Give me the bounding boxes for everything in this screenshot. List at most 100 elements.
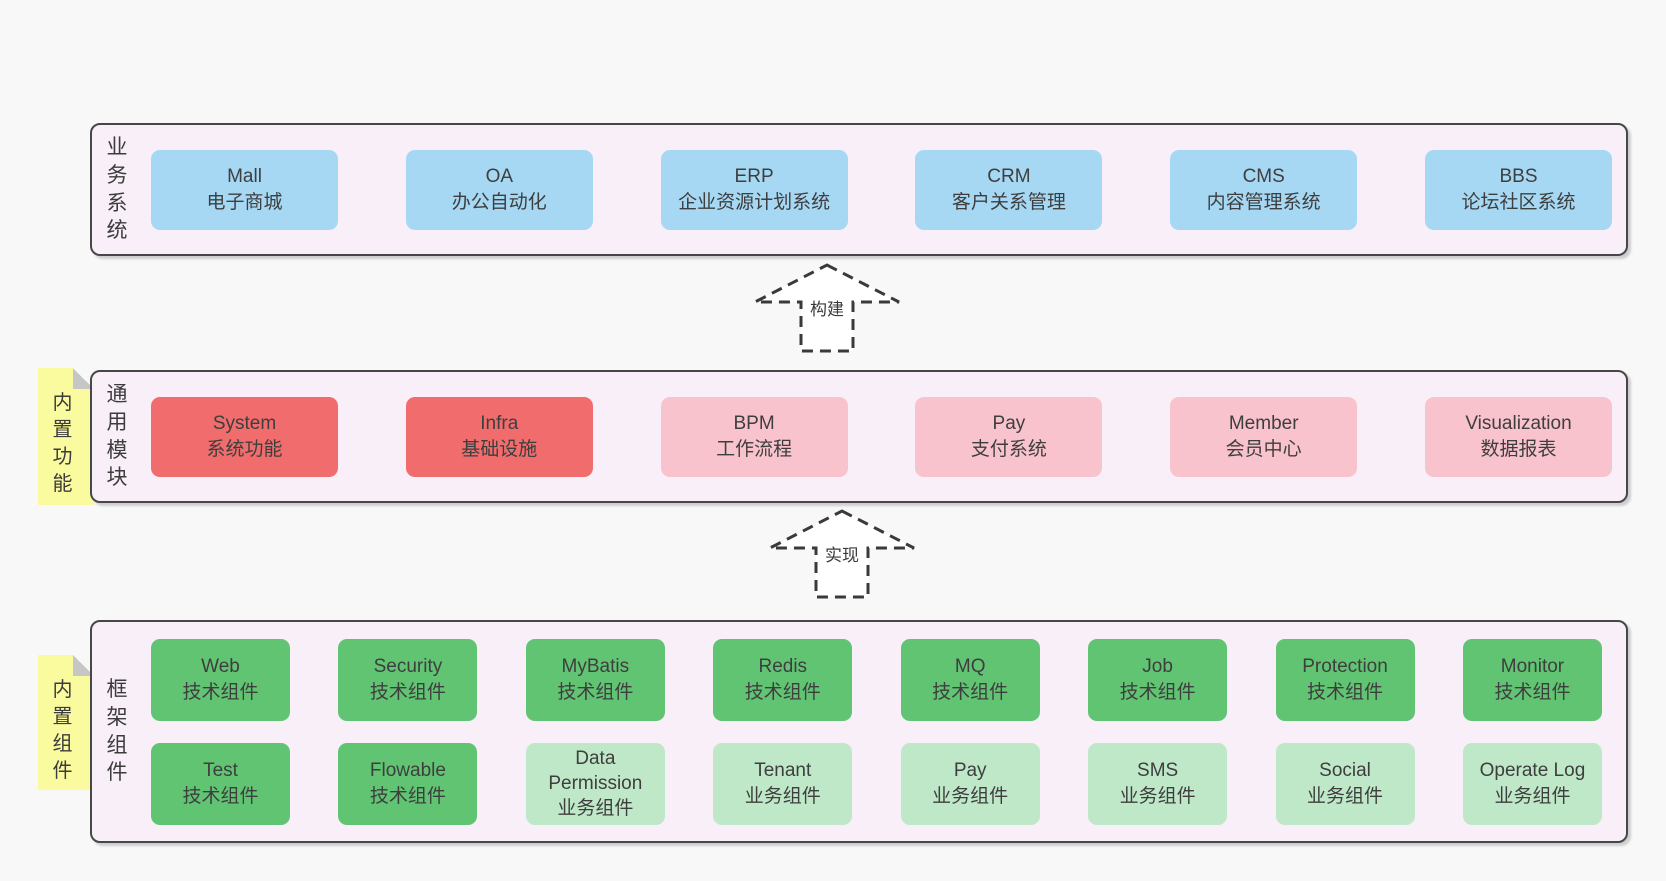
- box-title: System: [212, 413, 277, 435]
- sticky-note-built-in-features: 内置功能: [38, 368, 94, 505]
- box-protection: Protection 技术组件: [1275, 638, 1415, 721]
- box-social: Social 业务组件: [1275, 742, 1415, 825]
- box-title: CRM: [987, 166, 1031, 188]
- layer-common-modules: 通用模块 System 系统功能 Infra 基础设施 BPM 工作流程 Pay…: [90, 370, 1628, 503]
- layer-content: Mall 电子商城 OA 办公自动化 ERP 企业资源计划系统 CRM 客户关系…: [151, 149, 1612, 230]
- box-subtitle: 系统功能: [206, 438, 283, 460]
- box-subtitle: 技术组件: [369, 785, 446, 807]
- box-security: Security 技术组件: [338, 638, 478, 721]
- box-bpm: BPM 工作流程: [660, 396, 848, 477]
- box-title: Protection: [1302, 656, 1388, 678]
- box-subtitle: 业务组件: [557, 798, 634, 820]
- box-subtitle: 技术组件: [1494, 681, 1571, 703]
- layer-framework-components: 框架组件 Web 技术组件 Security 技术组件 MyBatis 技术组件…: [90, 620, 1628, 843]
- layer-content: Web 技术组件 Security 技术组件 MyBatis 技术组件 Redi…: [151, 638, 1602, 825]
- box-visualization: Visualization 数据报表: [1424, 396, 1612, 477]
- box-subtitle: 客户关系管理: [951, 191, 1066, 213]
- layer-label: 框架组件: [106, 677, 128, 785]
- box-title: Visualization: [1465, 413, 1572, 435]
- box-subtitle: 电子商城: [206, 191, 283, 213]
- box-oa: OA 办公自动化: [405, 149, 593, 230]
- arrow-label: 构建: [807, 295, 847, 320]
- box-title: Operate Log: [1479, 760, 1586, 782]
- box-subtitle: 办公自动化: [451, 191, 547, 213]
- box-title: MQ: [954, 656, 986, 678]
- box-subtitle: 技术组件: [1119, 681, 1196, 703]
- box-subtitle: 工作流程: [716, 438, 793, 460]
- box-subtitle: 技术组件: [557, 681, 634, 703]
- box-subtitle: 技术组件: [744, 681, 821, 703]
- box-subtitle: 技术组件: [182, 681, 259, 703]
- box-tenant: Tenant 业务组件: [713, 742, 853, 825]
- box-title: Social: [1319, 760, 1371, 782]
- box-title: Infra: [480, 413, 519, 435]
- box-subtitle: 数据报表: [1480, 438, 1557, 460]
- layer-label: 通用模块: [106, 382, 128, 490]
- box-mybatis: MyBatis 技术组件: [525, 638, 665, 721]
- box-title: BPM: [733, 413, 775, 435]
- arrow-build: 构建: [752, 262, 902, 354]
- box-title: Redis: [758, 656, 808, 678]
- box-title: MyBatis: [561, 656, 630, 678]
- box-title: Flowable: [369, 760, 446, 782]
- box-title: Monitor: [1500, 656, 1565, 678]
- layer-content: System 系统功能 Infra 基础设施 BPM 工作流程 Pay 支付系统…: [151, 396, 1612, 477]
- box-pay: Pay 支付系统: [915, 396, 1103, 477]
- box-bbs: BBS 论坛社区系统: [1424, 149, 1612, 230]
- arrow-label: 实现: [822, 541, 862, 566]
- box-mall: Mall 电子商城: [151, 149, 338, 230]
- box-subtitle: 会员中心: [1225, 438, 1302, 460]
- box-redis: Redis 技术组件: [713, 638, 853, 721]
- box-title: Security: [373, 656, 443, 678]
- layer-business-systems: 业务系统 Mall 电子商城 OA 办公自动化 ERP 企业资源计划系统 CRM…: [90, 123, 1628, 256]
- box-title: Mall: [227, 166, 262, 188]
- box-subtitle: 业务组件: [1307, 785, 1384, 807]
- box-pay-component: Pay 业务组件: [900, 742, 1040, 825]
- box-title: Tenant: [754, 760, 812, 782]
- box-monitor: Monitor 技术组件: [1462, 638, 1602, 721]
- box-title: ERP: [734, 166, 774, 188]
- box-operate-log: Operate Log 业务组件: [1462, 742, 1602, 825]
- box-sms: SMS 业务组件: [1088, 742, 1228, 825]
- box-subtitle: 技术组件: [369, 681, 446, 703]
- box-subtitle: 业务组件: [744, 785, 821, 807]
- box-title: Test: [203, 760, 238, 782]
- box-title: Pay: [953, 760, 987, 782]
- box-title: Member: [1228, 413, 1299, 435]
- box-subtitle: 业务组件: [932, 785, 1009, 807]
- box-subtitle: 业务组件: [1494, 785, 1571, 807]
- box-subtitle: 技术组件: [1307, 681, 1384, 703]
- box-infra: Infra 基础设施: [405, 396, 593, 477]
- sticky-note-label: 内置功能: [52, 392, 73, 495]
- box-job: Job 技术组件: [1088, 638, 1228, 721]
- box-title: Data Permission: [548, 747, 643, 794]
- sticky-note-label: 内置组件: [52, 679, 73, 782]
- box-subtitle: 技术组件: [182, 785, 259, 807]
- box-title: Web: [201, 656, 240, 678]
- component-row-2: Test 技术组件 Flowable 技术组件 Data Permission …: [151, 742, 1602, 825]
- arrow-implement: 实现: [767, 508, 917, 600]
- sticky-note-built-in-components: 内置组件: [38, 655, 94, 790]
- box-erp: ERP 企业资源计划系统: [660, 149, 848, 230]
- box-title: SMS: [1137, 760, 1179, 782]
- box-subtitle: 基础设施: [461, 438, 538, 460]
- box-subtitle: 业务组件: [1119, 785, 1196, 807]
- box-title: OA: [485, 166, 514, 188]
- layer-label: 业务系统: [106, 135, 128, 243]
- box-flowable: Flowable 技术组件: [338, 742, 478, 825]
- component-row-1: Web 技术组件 Security 技术组件 MyBatis 技术组件 Redi…: [151, 638, 1602, 721]
- box-data-permission: Data Permission 业务组件: [525, 742, 665, 825]
- box-title: CMS: [1242, 166, 1285, 188]
- box-subtitle: 技术组件: [932, 681, 1009, 703]
- box-web: Web 技术组件: [151, 638, 290, 721]
- box-subtitle: 内容管理系统: [1206, 191, 1321, 213]
- box-title: Job: [1142, 656, 1173, 678]
- box-system: System 系统功能: [151, 396, 338, 477]
- box-crm: CRM 客户关系管理: [915, 149, 1103, 230]
- box-mq: MQ 技术组件: [900, 638, 1040, 721]
- box-title: BBS: [1499, 166, 1538, 188]
- box-title: Pay: [992, 413, 1026, 435]
- box-subtitle: 支付系统: [970, 438, 1047, 460]
- box-subtitle: 论坛社区系统: [1461, 191, 1576, 213]
